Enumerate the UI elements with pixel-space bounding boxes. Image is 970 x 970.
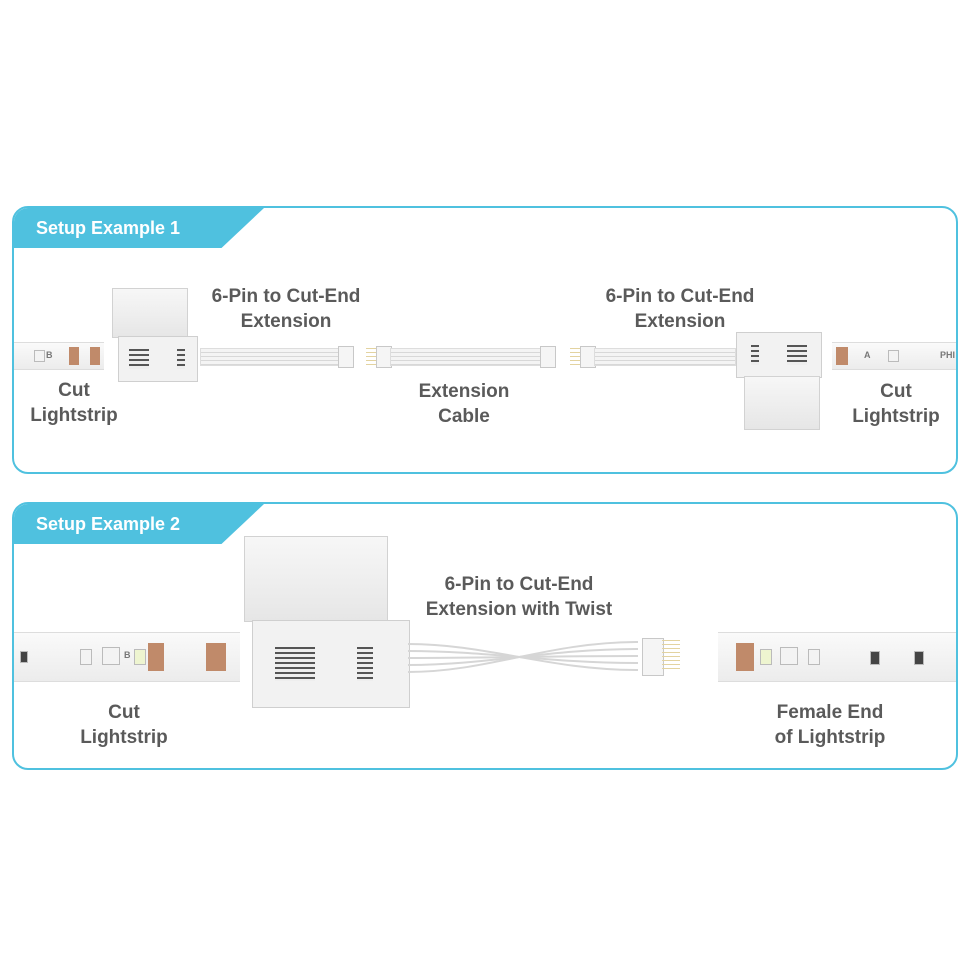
connector-lid — [112, 288, 188, 338]
resistor-icon — [914, 651, 924, 665]
cut-end-connector — [118, 336, 198, 382]
solder-pad — [206, 643, 226, 671]
setup-example-2-tab: Setup Example 2 — [14, 504, 264, 544]
solder-pad — [148, 643, 164, 671]
solder-pad — [836, 347, 848, 365]
twisted-extension-cable — [408, 641, 639, 673]
cut-lightstrip-left: B — [14, 632, 240, 682]
led-icon — [780, 647, 798, 665]
cut-lightstrip-right: A PHI — [832, 342, 956, 370]
connector-pins — [275, 647, 315, 681]
female-end-lightstrip — [718, 632, 956, 682]
connector-lid — [244, 536, 388, 622]
resistor-icon — [20, 651, 28, 663]
cut-lightstrip-left: B — [14, 342, 104, 370]
female-plug — [338, 346, 354, 368]
strip-marking: B — [124, 650, 131, 660]
connector-pins — [129, 349, 149, 369]
led-icon — [34, 350, 45, 362]
strip-marking: B — [46, 350, 53, 360]
led-icon — [760, 649, 772, 665]
solder-pad — [736, 643, 754, 671]
connector-lid — [744, 376, 820, 430]
cut-end-connector — [252, 620, 410, 708]
led-icon — [102, 647, 120, 665]
extension-cable-wires — [200, 348, 352, 366]
led-icon — [134, 649, 146, 665]
led-icon — [808, 649, 820, 665]
connector-pins — [357, 647, 373, 681]
connector-pins — [177, 349, 185, 369]
solder-pad — [69, 347, 79, 365]
setup-example-1-tab: Setup Example 1 — [14, 208, 264, 248]
male-pins — [570, 348, 582, 366]
led-icon — [888, 350, 899, 362]
male-pins — [662, 640, 680, 672]
male-pins — [366, 348, 378, 366]
brand-text: PHI — [940, 350, 956, 360]
connector-pins — [787, 345, 807, 365]
male-plug — [642, 638, 664, 676]
cut-end-connector — [736, 332, 822, 378]
extension-cable-wires — [594, 348, 736, 366]
setup-example-1-title: Setup Example 1 — [36, 218, 181, 238]
led-icon — [80, 649, 92, 665]
connector-pins — [751, 345, 759, 365]
solder-pad — [90, 347, 100, 365]
resistor-icon — [870, 651, 880, 665]
setup-example-2-title: Setup Example 2 — [36, 514, 181, 534]
extension-cable — [390, 348, 542, 366]
female-plug — [540, 346, 556, 368]
strip-marking: A — [864, 350, 871, 360]
